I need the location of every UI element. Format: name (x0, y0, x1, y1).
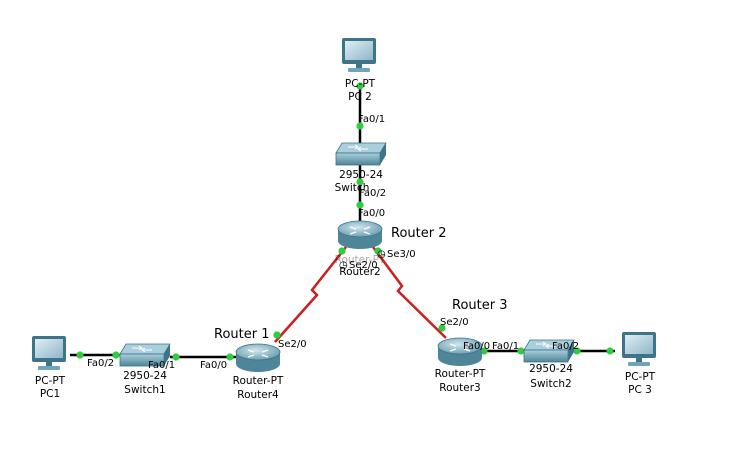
serial-link-router2-router4[interactable] (274, 246, 347, 343)
device-name-label: Switch1 (124, 384, 165, 396)
device-name-label: PC 2 (348, 91, 372, 103)
device-name-label: Router3 (439, 382, 480, 394)
router1-annotation: Router 1 (214, 327, 270, 342)
port-labels: Fa0/1 Fa0/2 Fa0/0 ◷ Se2/0 ◷ Se3/0 Fa0/2 … (87, 114, 579, 371)
device-name-label: Router2 (339, 266, 380, 278)
router2-device[interactable]: Router-PT Router2 (335, 220, 386, 278)
link-light (374, 247, 382, 255)
port-label: ◷ (377, 249, 386, 260)
link-light (573, 347, 581, 355)
port-label: Fa0/0 (463, 341, 490, 352)
device-type-label: 2950-24 (123, 370, 167, 382)
link-light (480, 347, 488, 355)
link-light (356, 201, 364, 209)
port-label: Fa0/0 (200, 360, 227, 371)
port-label: Fa0/1 (358, 114, 385, 125)
port-label: Fa0/1 (148, 360, 175, 371)
link-status-lights (76, 82, 614, 361)
port-label: Fa0/2 (552, 341, 579, 352)
pc-icon (32, 336, 66, 370)
device-name-label: Router4 (237, 389, 279, 401)
link-light (517, 347, 525, 355)
link-light (273, 331, 281, 339)
port-label: Se3/0 (387, 249, 416, 260)
device-type-label: PC-PT (35, 375, 66, 387)
router-icon (437, 337, 483, 366)
link-light (76, 351, 84, 359)
switch-icon (119, 343, 171, 367)
link-light (112, 351, 120, 359)
link-light (356, 122, 364, 130)
switch-icon (335, 142, 387, 166)
router4-device[interactable]: Router-PT Router4 (233, 343, 284, 401)
device-name-label: Switch (335, 182, 370, 194)
link-light (356, 82, 364, 90)
device-name-label: PC 3 (628, 384, 652, 396)
port-label: Se2/0 (440, 317, 469, 328)
pc-icon (342, 38, 376, 72)
pc3-device[interactable]: PC-PT PC 3 (622, 332, 656, 396)
serial-link-router2-router3[interactable] (371, 246, 447, 339)
device-type-label: 2950-24 (529, 363, 573, 375)
router3-annotation: Router 3 (452, 298, 508, 313)
switch1-device[interactable]: 2950-24 Switch1 (119, 343, 171, 396)
link-light (172, 353, 180, 361)
switch-top-device[interactable]: 2950-24 Switch (335, 142, 387, 194)
links (70, 86, 615, 359)
link-light (438, 324, 446, 332)
port-label: ◷ (339, 260, 348, 271)
device-type-label: Router-PT (335, 254, 386, 266)
link-light (226, 353, 234, 361)
port-label: Fa0/0 (358, 208, 385, 219)
port-label: Fa0/2 (359, 188, 386, 199)
device-name-label: PC1 (40, 388, 60, 400)
device-type-label: 2950-24 (339, 169, 383, 181)
device-name-label: Switch2 (530, 378, 571, 390)
port-label: Fa0/2 (87, 358, 114, 369)
link-light (356, 178, 364, 186)
router2-annotation: Router 2 (391, 226, 447, 241)
switch-icon (523, 339, 575, 363)
device-type-label: PC-PT (345, 78, 376, 90)
switch2-device[interactable]: 2950-24 Switch2 (523, 339, 575, 390)
port-label: Se2/0 (278, 339, 307, 350)
link-light (606, 347, 614, 355)
device-type-label: PC-PT (625, 371, 656, 383)
pc-icon (622, 332, 656, 366)
port-label: Se2/0 (349, 260, 378, 271)
device-type-label: Router-PT (435, 368, 486, 380)
router-icon (337, 220, 383, 249)
router-icon (235, 343, 281, 372)
device-type-label: Router-PT (233, 375, 284, 387)
router3-device[interactable]: Router-PT Router3 (435, 337, 486, 394)
pc1-device[interactable]: PC-PT PC1 (32, 336, 66, 400)
link-light (338, 247, 346, 255)
pc2-device[interactable]: PC-PT PC 2 (342, 38, 376, 103)
port-label: Fa0/1 (492, 341, 519, 352)
